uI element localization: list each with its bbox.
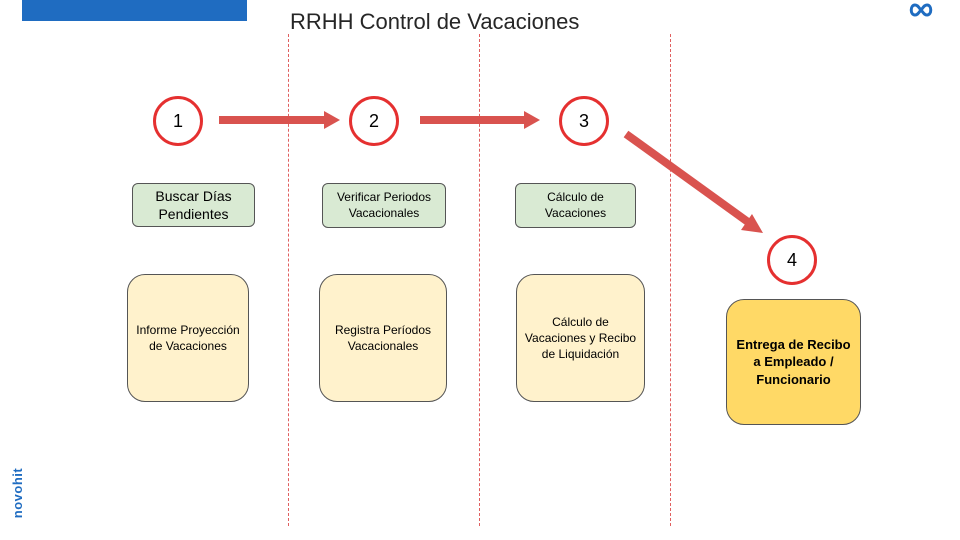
infinity-link-icon	[909, 3, 933, 17]
arrow-1-to-2	[219, 111, 340, 129]
lane-divider	[670, 34, 671, 526]
step-card-3: Cálculo de Vacaciones y Recibo de Liquid…	[516, 274, 645, 402]
step-label-2: Verificar Periodos Vacacionales	[322, 183, 446, 228]
arrow-3-to-4	[623, 130, 763, 233]
page-title: RRHH Control de Vacaciones	[290, 9, 580, 34]
step-card-1: Informe Proyección de Vacaciones	[127, 274, 249, 402]
arrow-2-to-3	[420, 111, 540, 129]
top-accent-bar	[22, 0, 247, 21]
step-number-1: 1	[153, 96, 203, 146]
step-number-3: 3	[559, 96, 609, 146]
lane-divider	[288, 34, 289, 526]
step-card-4: Entrega de Recibo a Empleado / Funcionar…	[726, 299, 861, 425]
lane-divider	[479, 34, 480, 526]
step-label-1: Buscar Días Pendientes	[132, 183, 255, 227]
step-card-2: Registra Períodos Vacacionales	[319, 274, 447, 402]
step-number-2: 2	[349, 96, 399, 146]
step-number-4: 4	[767, 235, 817, 285]
step-label-3: Cálculo de Vacaciones	[515, 183, 636, 228]
